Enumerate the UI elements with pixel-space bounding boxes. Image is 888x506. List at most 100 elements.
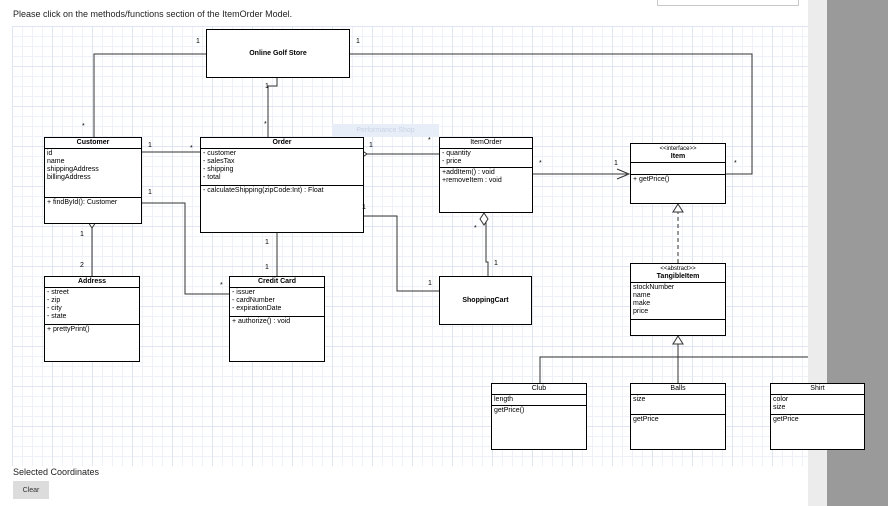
- address-attr: - city: [47, 305, 62, 312]
- tangible-item-stereotype: <<abstract>>: [660, 266, 696, 272]
- credit-card-method: + authorize() : void: [232, 318, 291, 325]
- credit-card-attr: - cardNumber: [232, 297, 275, 304]
- item-order-methods-section[interactable]: +addItem() : void +removeItem : void: [440, 168, 532, 186]
- balls-attr: size: [633, 396, 646, 403]
- address-title: Address: [45, 277, 139, 288]
- customer-attr: billingAddress: [47, 174, 91, 181]
- customer-methods-section[interactable]: + findById(): Customer: [45, 198, 141, 208]
- balls-title: Balls: [631, 384, 725, 395]
- club-method: getPrice(): [494, 407, 525, 414]
- tangible-item-attr: name: [633, 292, 651, 299]
- customer-attributes-section[interactable]: id name shippingAddress billingAddress: [45, 149, 141, 198]
- shopping-cart-title: ShoppingCart: [462, 297, 509, 304]
- tangible-item-name: TangibleItem: [656, 273, 700, 280]
- multiplicity-label: 1: [362, 204, 366, 211]
- online-golf-store-title: Online Golf Store: [249, 50, 307, 57]
- tangible-item-attr: price: [633, 308, 649, 315]
- shirt-methods-section[interactable]: getPrice: [771, 415, 864, 425]
- multiplicity-label: 1: [265, 239, 269, 246]
- right-scroll-strip: [808, 0, 827, 506]
- order-attr: - total: [203, 174, 221, 181]
- item-name: Item: [670, 153, 686, 160]
- balls-methods-section[interactable]: getPrice: [631, 415, 725, 425]
- customer-attr: name: [47, 158, 65, 165]
- order-attr: - salesTax: [203, 158, 235, 165]
- credit-card-attr: - expirationDate: [232, 305, 282, 312]
- club-class[interactable]: Club length getPrice(): [491, 383, 587, 450]
- club-attributes-section[interactable]: length: [492, 395, 586, 406]
- club-attr: length: [494, 396, 514, 403]
- shirt-class[interactable]: Shirt color size getPrice: [770, 383, 865, 450]
- customer-title: Customer: [45, 138, 141, 149]
- item-stereotype: <<interface>>: [659, 146, 697, 152]
- shirt-attributes-section[interactable]: color size: [771, 395, 864, 415]
- multiplicity-label: 1: [428, 280, 432, 287]
- order-title: Order: [201, 138, 363, 149]
- item-method: + getPrice(): [633, 176, 670, 183]
- customer-class[interactable]: Customer id name shippingAddress billing…: [44, 137, 142, 224]
- order-methods-section[interactable]: - calculateShipping(zipCode:Int) : Float: [201, 186, 363, 196]
- uml-diagram-canvas[interactable]: Performance Shop Online Golf Store Custo…: [12, 26, 865, 466]
- multiplicity-label: *: [190, 145, 193, 152]
- credit-card-methods-section[interactable]: + authorize() : void: [230, 317, 324, 327]
- item-interface-class[interactable]: <<interface>> Item + getPrice(): [630, 143, 726, 204]
- item-order-attr: - price: [442, 158, 462, 165]
- multiplicity-label: 1: [148, 189, 152, 196]
- credit-card-attributes-section[interactable]: - issuer - cardNumber - expirationDate: [230, 288, 324, 317]
- multiplicity-label: 1: [80, 231, 84, 238]
- shirt-attr: size: [773, 404, 786, 411]
- multiplicity-label: *: [428, 137, 431, 144]
- club-title: Club: [492, 384, 586, 395]
- multiplicity-label: 1: [369, 142, 373, 149]
- tangible-item-attr: make: [633, 300, 651, 307]
- tangible-item-methods-section[interactable]: [631, 320, 725, 322]
- online-golf-store-class[interactable]: Online Golf Store: [206, 29, 350, 78]
- balls-attributes-section[interactable]: size: [631, 395, 725, 415]
- address-attr: - street: [47, 289, 69, 296]
- order-class[interactable]: Order - customer - salesTax - shipping -…: [200, 137, 364, 233]
- item-order-attributes-section[interactable]: - quantity - price: [440, 149, 532, 168]
- address-attr: - zip: [47, 297, 61, 304]
- item-order-class[interactable]: ItemOrder - quantity - price +addItem() …: [439, 137, 533, 213]
- item-order-attr: - quantity: [442, 150, 471, 157]
- multiplicity-label: 1: [614, 160, 618, 167]
- credit-card-class[interactable]: Credit Card - issuer - cardNumber - expi…: [229, 276, 325, 362]
- multiplicity-label: 1: [265, 264, 269, 271]
- shirt-method: getPrice: [773, 416, 799, 423]
- order-attr: - customer: [203, 150, 237, 157]
- multiplicity-label: 1: [265, 83, 269, 90]
- item-methods-section[interactable]: + getPrice(): [631, 175, 725, 185]
- club-methods-section[interactable]: getPrice(): [492, 406, 586, 416]
- address-methods-section[interactable]: + prettyPrint(): [45, 325, 139, 335]
- shopping-cart-class[interactable]: ShoppingCart: [439, 276, 532, 325]
- multiplicity-label: *: [474, 225, 477, 232]
- customer-method: + findById(): Customer: [47, 199, 118, 206]
- balls-method: getPrice: [633, 416, 659, 423]
- multiplicity-label: 1: [196, 38, 200, 45]
- item-attributes-section[interactable]: [631, 163, 725, 175]
- customer-attr: shippingAddress: [47, 166, 99, 173]
- address-method: + prettyPrint(): [47, 326, 90, 333]
- order-method: - calculateShipping(zipCode:Int) : Float: [203, 187, 324, 194]
- multiplicity-label: *: [220, 282, 223, 289]
- credit-card-attr: - issuer: [232, 289, 255, 296]
- item-title: <<interface>> Item: [631, 144, 725, 163]
- instruction-text: Please click on the methods/functions se…: [13, 9, 293, 19]
- multiplicity-label: *: [734, 160, 737, 167]
- credit-card-title: Credit Card: [230, 277, 324, 288]
- tangible-item-attributes-section[interactable]: stockNumber name make price: [631, 283, 725, 320]
- address-attributes-section[interactable]: - street - zip - city - state: [45, 288, 139, 325]
- address-class[interactable]: Address - street - zip - city - state + …: [44, 276, 140, 362]
- multiplicity-label: 1: [494, 260, 498, 267]
- top-input-box: [657, 0, 799, 6]
- shirt-attr: color: [773, 396, 789, 403]
- clear-button[interactable]: Clear: [13, 481, 49, 499]
- multiplicity-label: 2: [80, 262, 84, 269]
- multiplicity-label: *: [264, 121, 267, 128]
- multiplicity-label: *: [82, 123, 85, 130]
- order-attributes-section[interactable]: - customer - salesTax - shipping - total: [201, 149, 363, 186]
- address-attr: - state: [47, 313, 67, 320]
- balls-class[interactable]: Balls size getPrice: [630, 383, 726, 450]
- multiplicity-label: 1: [356, 38, 360, 45]
- tangible-item-class[interactable]: <<abstract>> TangibleItem stockNumber na…: [630, 263, 726, 336]
